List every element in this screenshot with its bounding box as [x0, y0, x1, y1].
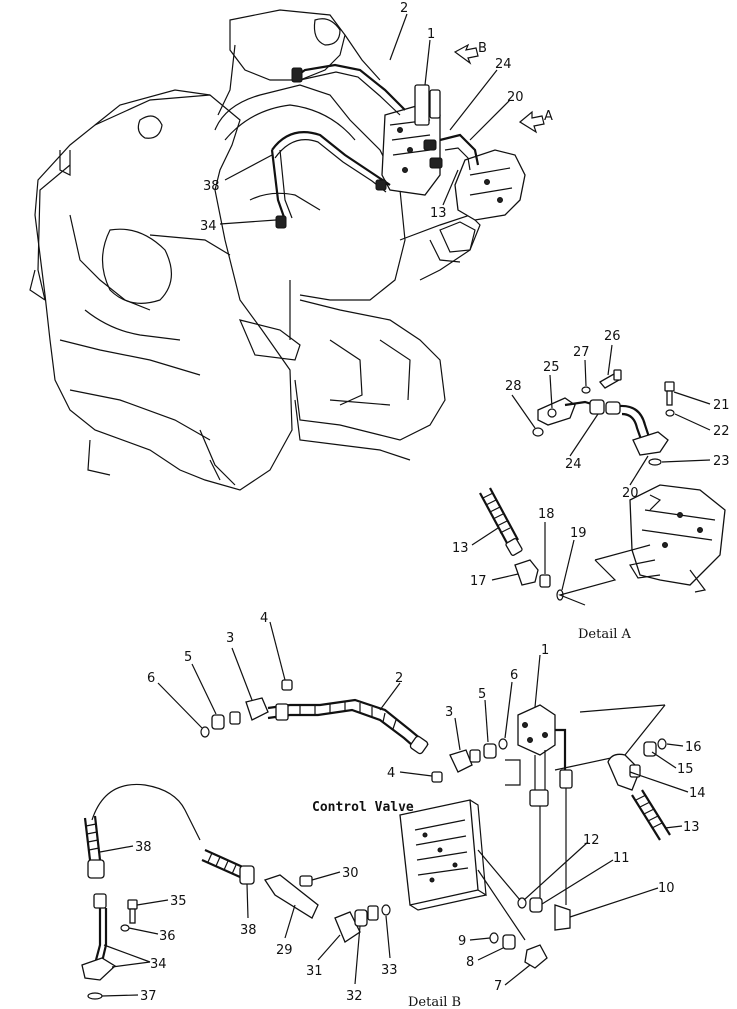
callout-a-24: 24: [565, 457, 582, 472]
callout-b-3-right: 3: [445, 705, 453, 720]
detail-b: [81, 679, 671, 1000]
callout-b-13: 13: [683, 820, 700, 835]
callout-a-23: 23: [713, 454, 730, 469]
callout-a-21: 21: [713, 398, 730, 413]
callout-a-13: 13: [452, 541, 469, 556]
callout-b-38-left: 38: [135, 840, 152, 855]
callout-main-13: 13: [430, 206, 447, 221]
callout-a-19: 19: [570, 526, 587, 541]
callout-b-5-left: 5: [184, 650, 192, 665]
view-arrow-label-a: A: [544, 109, 553, 124]
callout-main-24: 24: [495, 57, 512, 72]
detail-a: [479, 369, 726, 606]
callout-b-1: 1: [541, 643, 549, 658]
callout-b-6-left: 6: [147, 671, 155, 686]
callout-b-4-bottom: 4: [387, 766, 395, 781]
callout-a-25: 25: [543, 360, 560, 375]
callout-b-30: 30: [342, 866, 359, 881]
callout-main-1: 1: [427, 27, 435, 42]
callout-b-14: 14: [689, 786, 706, 801]
detail-b-callouts: 4 3 2 6 5 1 6 5 3 4 16 15 14 13 38 30 12…: [99, 611, 706, 1009]
callout-b-7: 7: [494, 979, 502, 994]
caption-control-valve: Control Valve: [312, 800, 414, 815]
detail-a-callouts: 26 27 25 28 21 22 24 20 23 13 18 19 17 D…: [452, 329, 730, 642]
callout-a-20: 20: [622, 486, 639, 501]
callout-a-26: 26: [604, 329, 621, 344]
callout-b-5-right: 5: [478, 687, 486, 702]
callout-main-34: 34: [200, 219, 217, 234]
callout-b-15: 15: [677, 762, 694, 777]
callout-b-9: 9: [458, 934, 466, 949]
callout-b-29: 29: [276, 943, 293, 958]
callout-b-31: 31: [306, 964, 323, 979]
callout-b-38-right: 38: [240, 923, 257, 938]
callout-main-2: 2: [400, 1, 408, 16]
callout-b-10: 10: [658, 881, 675, 896]
callout-b-6-right: 6: [510, 668, 518, 683]
callout-b-16: 16: [685, 740, 702, 755]
view-arrow-label-b: B: [478, 41, 487, 56]
callout-a-17: 17: [470, 574, 487, 589]
callout-b-3-left: 3: [226, 631, 234, 646]
callout-a-28: 28: [505, 379, 522, 394]
callout-b-32: 32: [346, 989, 363, 1004]
callout-a-22: 22: [713, 424, 730, 439]
callout-b-2: 2: [395, 671, 403, 686]
callout-b-8: 8: [466, 955, 474, 970]
callout-b-12: 12: [583, 833, 600, 848]
callout-main-20: 20: [507, 90, 524, 105]
callout-b-34: 34: [150, 957, 167, 972]
callout-b-33: 33: [381, 963, 398, 978]
callout-a-27: 27: [573, 345, 590, 360]
callout-b-4-top: 4: [260, 611, 268, 626]
main-callouts: 2 1 24 20 38 34 13: [200, 1, 524, 234]
callout-b-35: 35: [170, 894, 187, 909]
callout-b-36: 36: [159, 929, 176, 944]
callout-b-11: 11: [613, 851, 630, 866]
main-hoses: [270, 63, 480, 229]
callout-a-18: 18: [538, 507, 555, 522]
view-arrow-b: B: [453, 41, 487, 65]
view-arrow-a: A: [518, 109, 553, 134]
callout-b-37: 37: [140, 989, 157, 1004]
caption-detail-a: Detail A: [578, 627, 632, 642]
callout-main-38: 38: [203, 179, 220, 194]
transmission-housing: [29, 9, 526, 491]
caption-detail-b: Detail B: [408, 995, 461, 1009]
